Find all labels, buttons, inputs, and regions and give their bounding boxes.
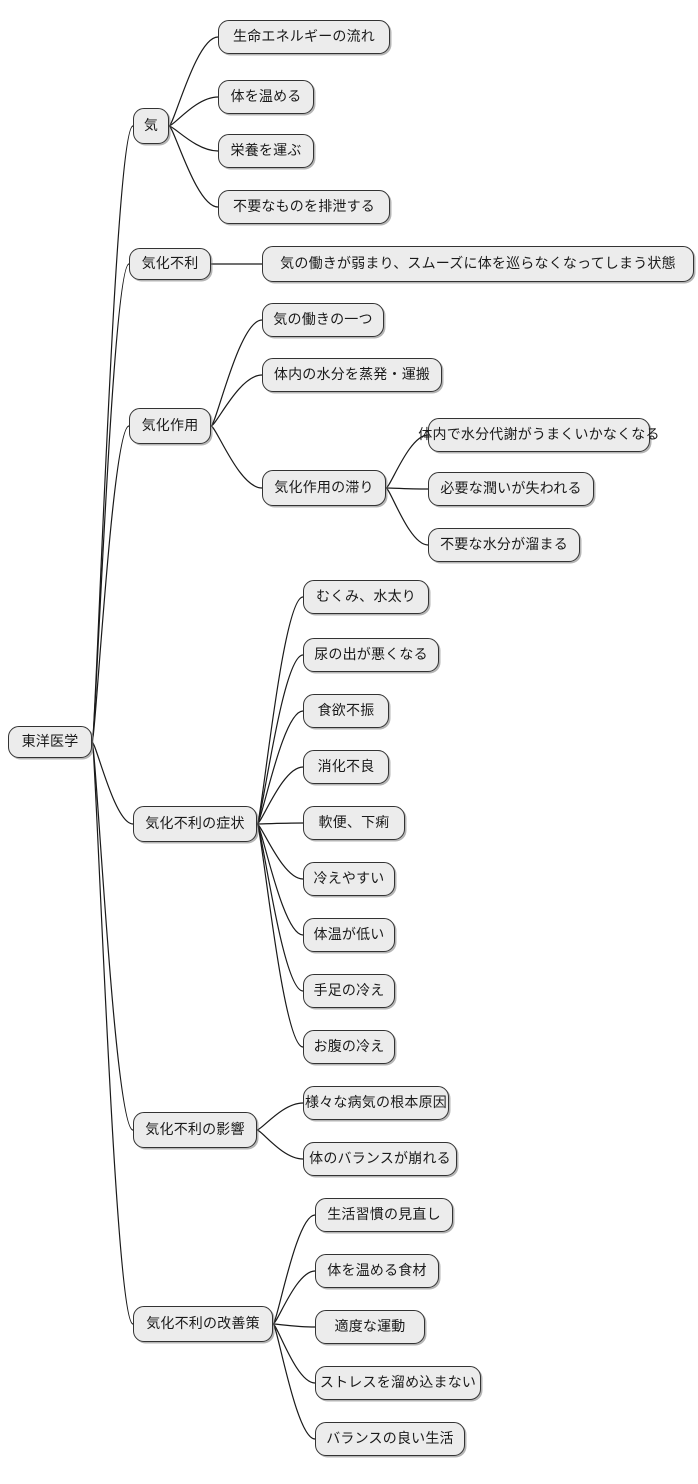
mindmap-node-n3c3[interactable]: 不要な水分が溜まる — [428, 528, 580, 562]
node-label: バランスの良い生活 — [326, 1431, 454, 1447]
mindmap-node-n3c1[interactable]: 体内で水分代謝がうまくいかなくなる — [418, 418, 660, 452]
node-label: 気化作用の滞り — [274, 480, 374, 496]
node-label: 体内で水分代謝がうまくいかなくなる — [418, 427, 660, 443]
mindmap-edge — [256, 822, 304, 825]
node-label: 不要なものを排泄する — [233, 199, 375, 215]
mindmap-edge — [168, 125, 219, 152]
mindmap-node-n6e[interactable]: バランスの良い生活 — [315, 1422, 465, 1456]
mindmap-node-n1c[interactable]: 栄養を運ぶ — [218, 134, 314, 168]
node-label: 体を温める — [230, 89, 302, 105]
mindmap-edge — [168, 36, 219, 127]
node-label: 気の働きが弱まり、スムーズに体を巡らなくなってしまう状態 — [280, 256, 676, 272]
mindmap-edge — [168, 96, 219, 127]
mindmap-edge — [256, 823, 304, 1048]
mindmap-node-n4e[interactable]: 軟便、下痢 — [303, 806, 405, 840]
mindmap-edge — [91, 125, 134, 743]
node-label: 気 — [143, 118, 159, 134]
node-label: 様々な病気の根本原因 — [305, 1095, 447, 1111]
node-label: 気化作用 — [141, 418, 199, 434]
mindmap-edge — [385, 487, 429, 490]
mindmap-node-n6d[interactable]: ストレスを溜め込まない — [315, 1366, 481, 1400]
mindmap-edge — [272, 1323, 316, 1384]
node-label: 食欲不振 — [317, 703, 375, 719]
node-label: 気化不利の改善策 — [146, 1316, 260, 1332]
mindmap-node-n4[interactable]: 気化不利の症状 — [133, 806, 257, 842]
mindmap-edge — [256, 1129, 304, 1160]
mindmap-node-n4g[interactable]: 体温が低い — [303, 918, 395, 952]
mindmap-edge — [210, 425, 263, 489]
node-label: 生活習慣の見直し — [327, 1207, 441, 1223]
mindmap-edge — [256, 710, 304, 825]
node-label: 栄養を運ぶ — [230, 143, 302, 159]
mindmap-node-n5a[interactable]: 様々な病気の根本原因 — [303, 1086, 449, 1120]
node-label: 気化不利 — [141, 256, 199, 272]
node-label: 冷えやすい — [313, 871, 385, 887]
mindmap-node-n3[interactable]: 気化作用 — [129, 408, 211, 444]
mindmap-edge — [256, 1102, 304, 1131]
mindmap-node-n2a[interactable]: 気の働きが弱まり、スムーズに体を巡らなくなってしまう状態 — [262, 246, 694, 282]
mindmap-edge — [91, 425, 130, 743]
node-label: 生命エネルギーの流れ — [233, 29, 375, 45]
mindmap-edge — [256, 823, 304, 936]
mindmap-node-n6c[interactable]: 適度な運動 — [315, 1310, 425, 1344]
mindmap-edge — [256, 823, 304, 880]
node-label: 体温が低い — [313, 927, 385, 943]
node-label: 気化不利の症状 — [145, 816, 245, 832]
mindmap-node-n1d[interactable]: 不要なものを排泄する — [218, 190, 390, 224]
mindmap-node-n5b[interactable]: 体のバランスが崩れる — [303, 1142, 457, 1176]
mindmap-node-n4c[interactable]: 食欲不振 — [303, 694, 389, 728]
mindmap-node-n6a[interactable]: 生活習慣の見直し — [315, 1198, 453, 1232]
node-label: 適度な運動 — [334, 1319, 406, 1335]
node-label: お腹の冷え — [313, 1039, 385, 1055]
node-label: 尿の出が悪くなる — [314, 647, 428, 663]
mindmap-node-n3b[interactable]: 体内の水分を蒸発・運搬 — [262, 358, 442, 392]
mindmap-edge — [272, 1270, 316, 1325]
mindmap-edge — [272, 1323, 316, 1440]
node-label: 体内の水分を蒸発・運搬 — [273, 367, 431, 383]
mindmap-node-n5[interactable]: 気化不利の影響 — [133, 1112, 257, 1148]
mindmap-edge — [256, 654, 304, 825]
mindmap-edge — [256, 766, 304, 825]
mindmap-edge — [256, 596, 304, 825]
mindmap-edge — [91, 741, 134, 1325]
node-label: 東洋医学 — [21, 734, 79, 750]
mindmap-node-n1a[interactable]: 生命エネルギーの流れ — [218, 20, 390, 54]
node-label: 不要な水分が溜まる — [440, 537, 568, 553]
mindmap-edge — [210, 374, 263, 427]
mindmap-root-node[interactable]: 東洋医学 — [8, 726, 92, 758]
mindmap-node-n4h[interactable]: 手足の冷え — [303, 974, 395, 1008]
mindmap-node-n4a[interactable]: むくみ、水太り — [303, 580, 429, 614]
mindmap-edge — [91, 741, 134, 825]
mindmap-edge — [272, 1214, 316, 1325]
mindmap-node-n3c[interactable]: 気化作用の滞り — [262, 470, 386, 506]
mindmap-node-n2[interactable]: 気化不利 — [129, 248, 211, 280]
mindmap-edge — [91, 263, 130, 743]
node-label: 気化不利の影響 — [145, 1122, 245, 1138]
node-label: 必要な潤いが失われる — [440, 481, 582, 497]
node-label: 軟便、下痢 — [318, 815, 390, 831]
mindmap-node-n6[interactable]: 気化不利の改善策 — [133, 1306, 273, 1342]
mindmap-node-n6b[interactable]: 体を温める食材 — [315, 1254, 439, 1288]
node-label: むくみ、水太り — [316, 589, 416, 605]
mindmap-node-n4d[interactable]: 消化不良 — [303, 750, 389, 784]
mindmap-edge — [168, 125, 219, 208]
mindmap-node-n3a[interactable]: 気の働きの一つ — [262, 303, 384, 337]
mindmap-edge — [210, 319, 263, 427]
node-label: ストレスを溜め込まない — [319, 1375, 477, 1391]
mindmap-edge — [385, 487, 429, 546]
node-label: 気の働きの一つ — [273, 312, 373, 328]
node-label: 消化不良 — [317, 759, 375, 775]
mindmap-node-n4i[interactable]: お腹の冷え — [303, 1030, 395, 1064]
mindmap-node-n3c2[interactable]: 必要な潤いが失われる — [428, 472, 594, 506]
mindmap-edge — [272, 1323, 316, 1328]
mindmap-node-n1b[interactable]: 体を温める — [218, 80, 314, 114]
mindmap-node-n4f[interactable]: 冷えやすい — [303, 862, 395, 896]
node-label: 手足の冷え — [313, 983, 385, 999]
mindmap-edge — [91, 741, 134, 1131]
mindmap-edge — [256, 823, 304, 992]
node-label: 体のバランスが崩れる — [309, 1151, 451, 1167]
mindmap-node-n1[interactable]: 気 — [133, 108, 169, 144]
mindmap-node-n4b[interactable]: 尿の出が悪くなる — [303, 638, 439, 672]
node-label: 体を温める食材 — [327, 1263, 427, 1279]
